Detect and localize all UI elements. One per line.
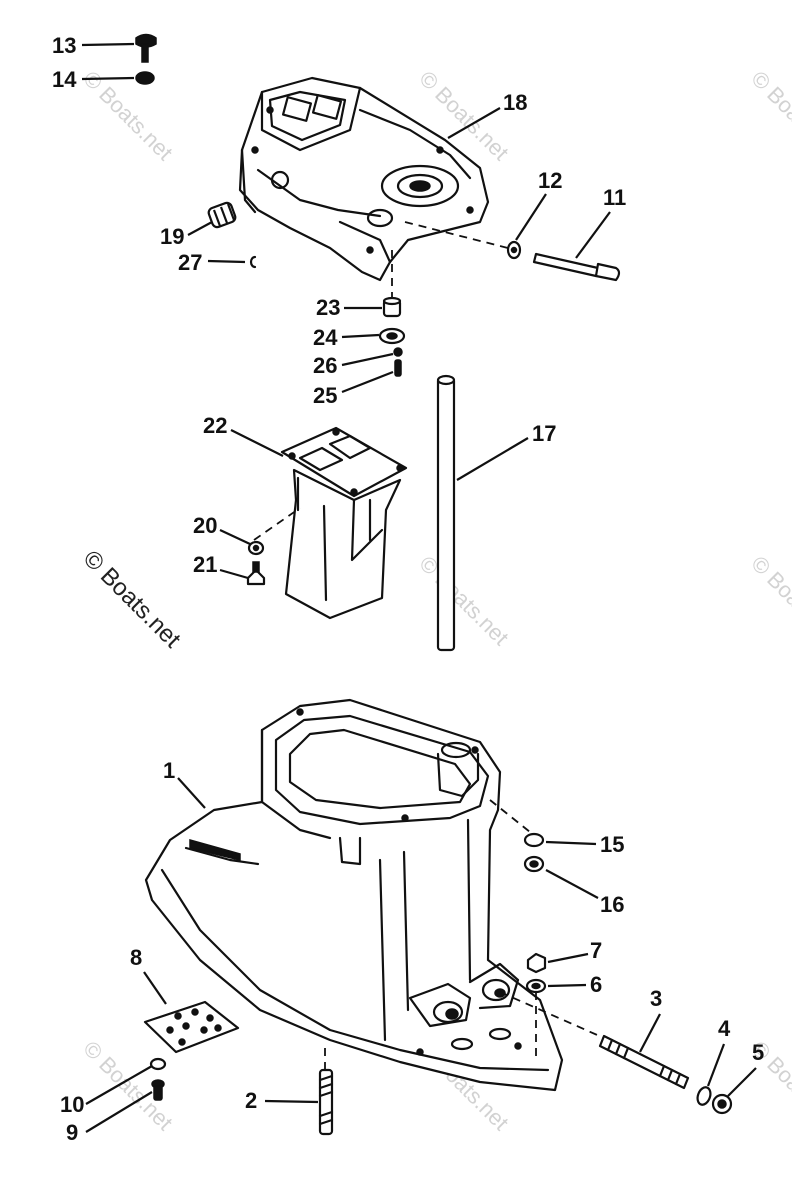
watermark-main: © Boats.net bbox=[78, 545, 186, 653]
part-16-nut bbox=[523, 855, 545, 873]
leader-2 bbox=[264, 1099, 319, 1104]
part-9-screw bbox=[151, 1079, 165, 1101]
callout-21: 21 bbox=[193, 552, 217, 577]
part-7-nut bbox=[526, 952, 547, 974]
callout-26: 26 bbox=[313, 353, 337, 378]
part-19-plug bbox=[207, 201, 237, 229]
callout-27: 27 bbox=[178, 250, 202, 275]
callout-4: 4 bbox=[718, 1016, 731, 1041]
callout-17: 17 bbox=[532, 421, 556, 446]
leader-19 bbox=[187, 221, 213, 236]
callout-7: 7 bbox=[590, 938, 602, 963]
part-22-exhaust-tube bbox=[280, 426, 408, 620]
callout-9: 9 bbox=[66, 1120, 78, 1145]
callout-1: 1 bbox=[163, 758, 175, 783]
part-3-stud bbox=[598, 1034, 690, 1090]
leader-12 bbox=[515, 193, 547, 241]
leader-5 bbox=[727, 1067, 757, 1097]
callout-19: 19 bbox=[160, 224, 184, 249]
leader-24 bbox=[341, 333, 380, 339]
watermark-faint-1: © Boats.net bbox=[78, 66, 177, 165]
callout-18: 18 bbox=[503, 90, 527, 115]
callout-24: 24 bbox=[313, 325, 338, 350]
part-13-screw bbox=[135, 33, 157, 63]
part-1-driveshaft-housing bbox=[144, 698, 564, 1092]
leader-1 bbox=[177, 777, 206, 809]
leader-13 bbox=[81, 42, 135, 47]
leader-22 bbox=[230, 429, 284, 457]
part-2-stud bbox=[318, 1068, 334, 1136]
leader-14 bbox=[81, 76, 135, 81]
leader-16 bbox=[545, 869, 599, 899]
callout-10: 10 bbox=[60, 1092, 84, 1117]
part-18-adapter-plate bbox=[238, 76, 490, 282]
part-14-washer bbox=[135, 71, 155, 85]
part-24-grommet bbox=[378, 327, 406, 345]
guide-3 bbox=[499, 991, 605, 1039]
leader-11 bbox=[575, 211, 611, 259]
part-11-bolt bbox=[532, 252, 621, 282]
part-4-washer bbox=[696, 1086, 712, 1106]
callout-14: 14 bbox=[52, 67, 77, 92]
callout-11: 11 bbox=[603, 185, 626, 210]
part-5-nut bbox=[711, 1093, 733, 1115]
leader-26 bbox=[341, 352, 394, 367]
leader-10 bbox=[85, 1065, 153, 1105]
leader-21 bbox=[219, 568, 249, 580]
callout-22: 22 bbox=[203, 413, 227, 438]
watermark-faint-4: © Boats.net bbox=[414, 551, 513, 650]
callout-6: 6 bbox=[590, 972, 602, 997]
leader-27 bbox=[207, 259, 246, 264]
leader-4 bbox=[706, 1043, 726, 1087]
part-27-ring bbox=[249, 255, 257, 269]
part-25-screw bbox=[394, 359, 402, 377]
part-23-bushing bbox=[382, 296, 402, 318]
part-10-washer bbox=[149, 1057, 167, 1071]
leader-25 bbox=[341, 370, 394, 394]
leader-3 bbox=[639, 1013, 661, 1053]
leader-20 bbox=[219, 529, 251, 545]
part-15-washer bbox=[523, 832, 545, 848]
leader-15 bbox=[545, 840, 597, 846]
part-21-bolt bbox=[246, 561, 266, 586]
guide-11-12 bbox=[404, 221, 509, 249]
leader-17 bbox=[456, 437, 529, 481]
watermark-faint-3: © Boats.net bbox=[746, 66, 792, 165]
callout-13: 13 bbox=[52, 33, 76, 58]
leader-8 bbox=[143, 971, 167, 1005]
callout-2: 2 bbox=[245, 1088, 257, 1113]
part-17-rod bbox=[436, 374, 456, 652]
callout-8: 8 bbox=[130, 945, 142, 970]
part-6-washer bbox=[525, 978, 547, 994]
leader-9 bbox=[85, 1091, 153, 1133]
callout-16: 16 bbox=[600, 892, 624, 917]
watermark-faint-5: © Boats.net bbox=[746, 551, 792, 650]
callout-23: 23 bbox=[316, 295, 340, 320]
callout-25: 25 bbox=[313, 383, 337, 408]
callout-5: 5 bbox=[752, 1040, 764, 1065]
guide-15-16 bbox=[489, 799, 531, 833]
guide-20-21 bbox=[253, 507, 301, 541]
part-8-anode-plate bbox=[143, 1000, 240, 1054]
leader-18 bbox=[447, 107, 501, 139]
callout-15: 15 bbox=[600, 832, 624, 857]
part-26-washer bbox=[393, 347, 403, 357]
leader-7 bbox=[547, 952, 589, 964]
callout-20: 20 bbox=[193, 513, 217, 538]
callout-3: 3 bbox=[650, 986, 662, 1011]
leader-6 bbox=[547, 983, 587, 988]
callout-12: 12 bbox=[538, 168, 562, 193]
